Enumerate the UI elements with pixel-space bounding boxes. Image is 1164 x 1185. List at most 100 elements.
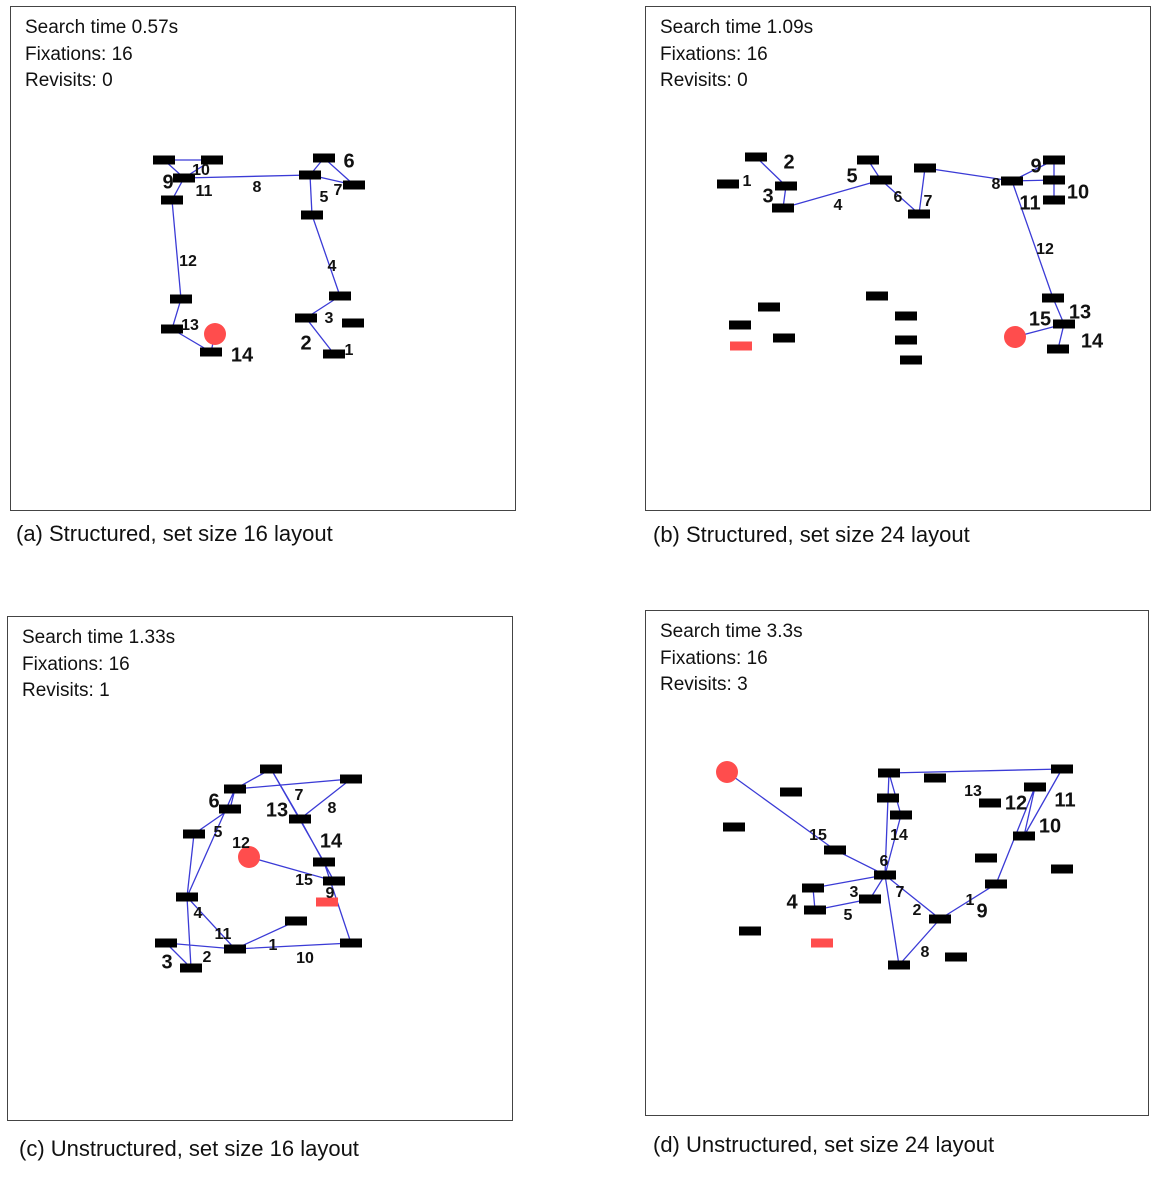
panel-d-fixations: Fixations: 16 bbox=[660, 647, 768, 669]
distractor-item bbox=[1053, 319, 1075, 329]
panel-b-frame: Search time 1.09s Fixations: 16 Revisits… bbox=[645, 6, 1151, 511]
distractor-item bbox=[342, 318, 364, 328]
fixation-label: 3 bbox=[325, 310, 334, 327]
fixation-label: 12 bbox=[232, 835, 250, 852]
panel-a-frame: Search time 0.57s Fixations: 16 Revisits… bbox=[10, 6, 516, 511]
panel-b-fixations: Fixations: 16 bbox=[660, 43, 768, 65]
distractor-item bbox=[717, 179, 739, 189]
distractor-item bbox=[180, 963, 202, 973]
fixation-label: 15 bbox=[295, 872, 313, 889]
panel-a-fixations: Fixations: 16 bbox=[25, 43, 133, 65]
distractor-item bbox=[155, 938, 177, 948]
fixation-label: 8 bbox=[253, 179, 262, 196]
distractor-item bbox=[780, 787, 802, 797]
distractor-item bbox=[289, 814, 311, 824]
distractor-item bbox=[200, 347, 222, 357]
distractor-item bbox=[1013, 831, 1035, 841]
fixation-label: 7 bbox=[295, 787, 304, 804]
panel-b-stats: Search time 1.09s Fixations: 16 Revisits… bbox=[660, 15, 813, 95]
fixation-label: 13 bbox=[266, 799, 288, 821]
panel-c-stats: Search time 1.33s Fixations: 16 Revisits… bbox=[22, 625, 175, 705]
distractor-item bbox=[877, 793, 899, 803]
distractor-item bbox=[260, 764, 282, 774]
distractor-item bbox=[866, 291, 888, 301]
distractor-item bbox=[161, 195, 183, 205]
fixation-label: 11 bbox=[215, 926, 232, 943]
distractor-item bbox=[979, 798, 1001, 808]
fixation-label: 4 bbox=[194, 905, 203, 922]
panel-a-stats: Search time 0.57s Fixations: 16 Revisits… bbox=[25, 15, 178, 95]
target-item bbox=[730, 341, 752, 351]
final-fixation-marker bbox=[1004, 326, 1026, 348]
fixation-label: 5 bbox=[320, 189, 329, 206]
panel-a-caption: (a) Structured, set size 16 layout bbox=[16, 521, 333, 546]
target-item bbox=[811, 938, 833, 948]
panel-c-revisits: Revisits: 1 bbox=[22, 680, 110, 701]
fixation-label: 11 bbox=[1019, 192, 1040, 214]
fixation-label: 3 bbox=[850, 884, 859, 901]
panel-d-caption: (d) Unstructured, set size 24 layout bbox=[653, 1132, 995, 1157]
fixation-label: 10 bbox=[1067, 181, 1089, 203]
distractor-item bbox=[170, 294, 192, 304]
distractor-item bbox=[758, 302, 780, 312]
distractor-item bbox=[224, 944, 246, 954]
distractor-item bbox=[329, 291, 351, 301]
fixation-label: 3 bbox=[762, 185, 773, 207]
distractor-item bbox=[870, 175, 892, 185]
distractor-item bbox=[895, 311, 917, 321]
distractor-item bbox=[745, 152, 767, 162]
fixation-label: 13 bbox=[181, 317, 199, 334]
distractor-item bbox=[878, 768, 900, 778]
distractor-item bbox=[975, 853, 997, 863]
panel-d-revisits: Revisits: 3 bbox=[660, 674, 748, 695]
fixation-label: 15 bbox=[809, 827, 827, 844]
target-item bbox=[316, 897, 338, 907]
fixation-label: 1 bbox=[269, 937, 278, 954]
distractor-item bbox=[173, 173, 195, 183]
fixation-label: 4 bbox=[328, 258, 337, 275]
distractor-item bbox=[224, 784, 246, 794]
fixation-label: 4 bbox=[834, 197, 843, 214]
distractor-item bbox=[343, 180, 365, 190]
final-fixation-marker bbox=[238, 846, 260, 868]
fixation-label: 2 bbox=[203, 949, 212, 966]
fixation-label: 6 bbox=[343, 150, 354, 172]
distractor-item bbox=[802, 883, 824, 893]
panel-b-search-time: Search time 1.09s bbox=[660, 17, 814, 38]
fixation-label: 9 bbox=[326, 885, 335, 902]
scanpath-line bbox=[164, 768, 354, 970]
distractor-item bbox=[161, 324, 183, 334]
fixation-label: 13 bbox=[964, 783, 982, 800]
distractor-item bbox=[775, 181, 797, 191]
distractor-item bbox=[219, 804, 241, 814]
fixation-label: 9 bbox=[1030, 155, 1041, 177]
fixation-label: 10 bbox=[192, 162, 210, 179]
distractor-item bbox=[299, 170, 321, 180]
fixation-label: 4 bbox=[786, 891, 798, 913]
distractor-item bbox=[985, 879, 1007, 889]
fixation-label: 12 bbox=[179, 253, 197, 270]
panel-c-fixations: Fixations: 16 bbox=[22, 653, 130, 675]
fixation-label: 2 bbox=[300, 332, 311, 354]
panel-b-caption: (b) Structured, set size 24 layout bbox=[653, 522, 970, 547]
distractor-item bbox=[1043, 195, 1065, 205]
distractor-item bbox=[285, 916, 307, 926]
distractor-item bbox=[874, 870, 896, 880]
fixation-label: 5 bbox=[846, 165, 857, 187]
fixation-label: 1 bbox=[743, 173, 752, 190]
distractor-item bbox=[739, 926, 761, 936]
fixation-label: 12 bbox=[1005, 792, 1027, 814]
distractor-item bbox=[1001, 176, 1023, 186]
distractor-item bbox=[340, 938, 362, 948]
distractor-item bbox=[295, 313, 317, 323]
fixation-label: 13 bbox=[1069, 301, 1091, 323]
distractor-item bbox=[340, 774, 362, 784]
distractor-item bbox=[804, 905, 826, 915]
distractor-item bbox=[323, 876, 345, 886]
fixation-label: 5 bbox=[214, 824, 223, 841]
fixation-label: 15 bbox=[1029, 308, 1051, 330]
